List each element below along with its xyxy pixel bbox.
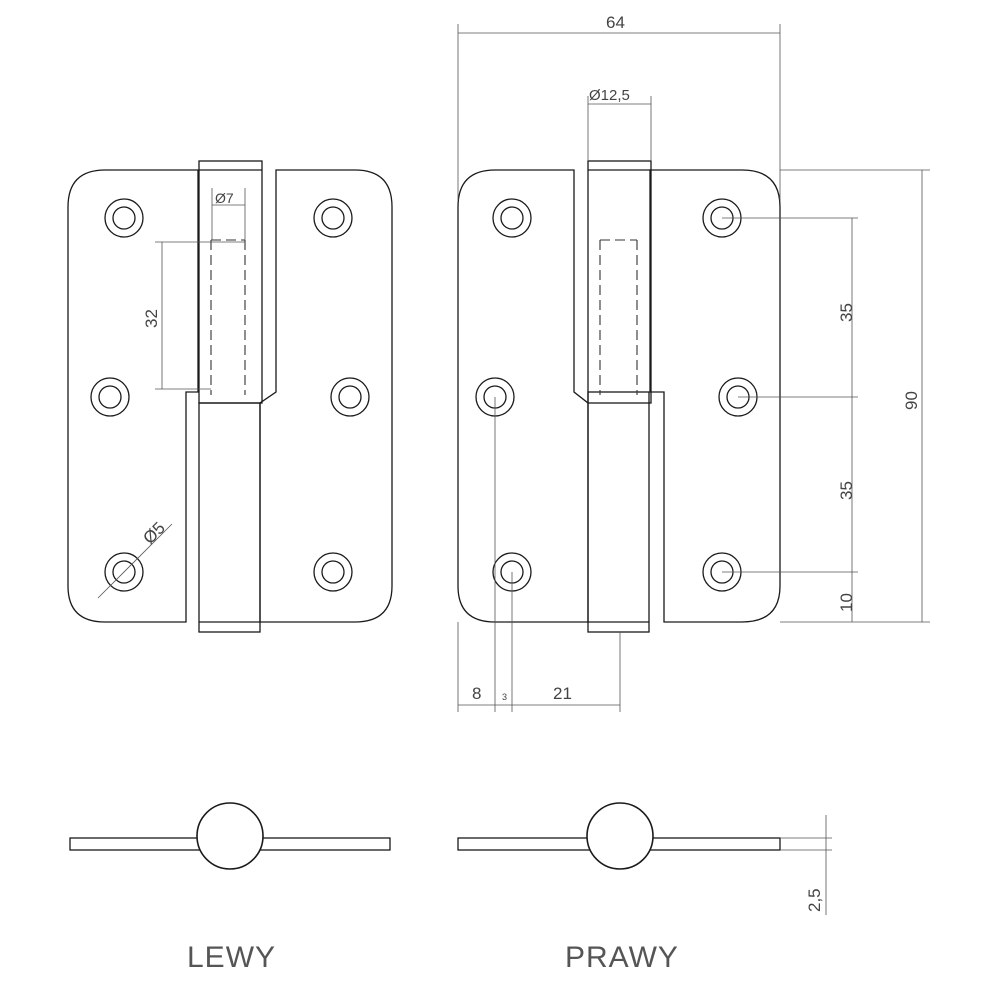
left-hinge-section-view <box>69 802 391 870</box>
dim-pin-hole-diameter: Ø7 <box>215 190 234 206</box>
dim-hole-offset: 3 <box>502 692 507 702</box>
right-hinge-hidden-pin <box>599 239 638 395</box>
left-hinge-left-leaf <box>67 169 199 623</box>
right-hinge-left-leaf <box>457 169 589 623</box>
dim-width: 64 <box>606 13 625 32</box>
right-hinge-section-view: 2,5 <box>457 802 832 915</box>
label-right-hinge: PRAWY <box>565 941 679 974</box>
right-hinge-knuckle-top <box>587 160 652 404</box>
right-hinge-holes <box>475 198 758 592</box>
right-hinge-knuckle-bottom <box>587 391 650 633</box>
dim-thickness: 2,5 <box>805 888 824 912</box>
dim-hole-spacing-bottom: 35 <box>837 481 856 500</box>
dim-hole-spacing-top: 35 <box>837 303 856 322</box>
dim-pin-diameter: Ø12,5 <box>589 87 630 104</box>
left-hinge-holes <box>90 198 370 592</box>
hinge-left-front-view: Ø7 32 Ø5 <box>67 160 393 633</box>
dim-edge-offset: 8 <box>472 684 481 703</box>
hinge-right-front-view: 64 Ø12,5 90 35 35 10 8 3 21 <box>457 13 930 712</box>
dim-leaf-slot: 32 <box>142 309 161 328</box>
left-hinge-knuckle-bottom <box>198 402 261 633</box>
right-hinge-right-leaf <box>649 169 781 623</box>
left-hinge-right-leaf <box>259 169 393 623</box>
dim-hole-from-bottom: 10 <box>837 593 856 612</box>
label-left-hinge: LEWY <box>187 941 276 974</box>
dim-pin-offset: 21 <box>553 684 572 703</box>
dim-height: 90 <box>902 391 921 410</box>
left-hinge-hidden-pin <box>210 239 246 395</box>
dim-hole-diameter: Ø5 <box>139 518 168 547</box>
